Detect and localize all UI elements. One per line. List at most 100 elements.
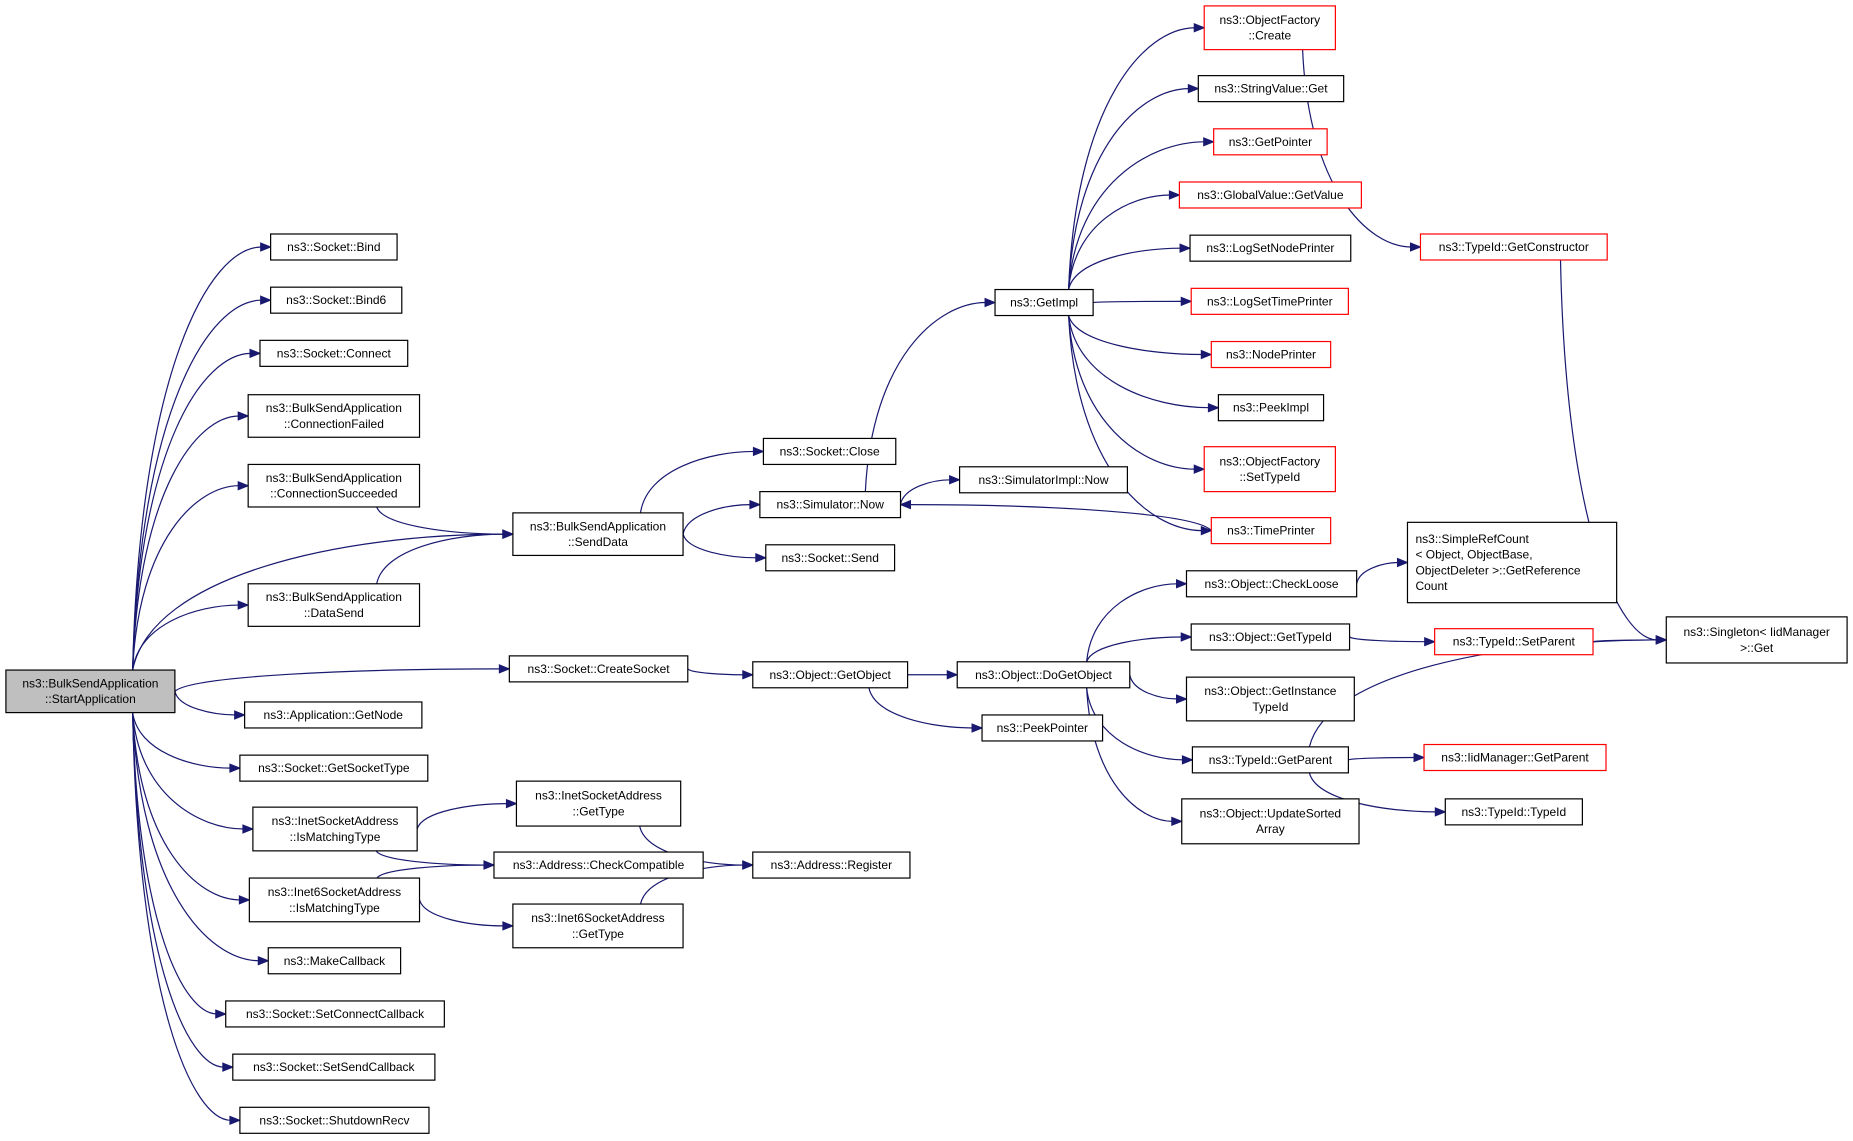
edge-inet6match-addrcheck xyxy=(376,864,485,879)
node-label: ::StartApplication xyxy=(45,692,136,706)
node-connsucc[interactable]: ns3::BulkSendApplication::ConnectionSucc… xyxy=(247,463,421,508)
node-label: ns3::Address::Register xyxy=(771,858,892,872)
node-connect[interactable]: ns3::Socket::Connect xyxy=(259,339,409,367)
node-timeprinter[interactable]: ns3::TimePrinter xyxy=(1210,517,1332,545)
node-ofcreate[interactable]: ns3::ObjectFactory::Create xyxy=(1203,5,1336,51)
node-ofsettype[interactable]: ns3::ObjectFactory::SetTypeId xyxy=(1203,446,1336,493)
node-label: ns3::StringValue::Get xyxy=(1214,82,1328,96)
node-getobject[interactable]: ns3::Object::GetObject xyxy=(752,661,909,689)
node-objgettypeid[interactable]: ns3::Object::GetTypeId xyxy=(1190,623,1351,651)
edge-arrowhead xyxy=(238,895,251,905)
edge-arrowhead xyxy=(483,860,496,870)
node-datasend[interactable]: ns3::BulkSendApplication::DataSend xyxy=(247,583,421,627)
node-label: ::GetType xyxy=(573,804,625,818)
node-sockclose[interactable]: ns3::Socket::Close xyxy=(762,437,897,466)
node-shutdown[interactable]: ns3::Socket::ShutdownRecv xyxy=(239,1106,430,1134)
edge-arrowhead xyxy=(260,295,272,305)
node-logtime[interactable]: ns3::LogSetTimePrinter xyxy=(1190,287,1349,315)
node-label: ns3::BulkSendApplication xyxy=(22,676,158,690)
node-dogetobject[interactable]: ns3::Object::DoGetObject xyxy=(956,661,1131,689)
node-iidgetparent[interactable]: ns3::IidManager::GetParent xyxy=(1423,743,1607,772)
edge-dogetobject-checkloose xyxy=(1086,583,1178,662)
node-peekimpl[interactable]: ns3::PeekImpl xyxy=(1217,394,1325,422)
node-box xyxy=(958,466,1128,494)
edge-arrowhead xyxy=(755,553,768,563)
edge-arrowhead xyxy=(249,348,262,359)
edge-arrowhead xyxy=(1180,296,1193,307)
node-bind6[interactable]: ns3::Socket::Bind6 xyxy=(270,286,403,314)
edge-inetmatch-inetgettype xyxy=(416,802,508,830)
edge-root-createsock xyxy=(174,668,501,692)
node-addrcheck[interactable]: ns3::Address::CheckCompatible xyxy=(493,851,704,879)
node-setparent[interactable]: ns3::TypeId::SetParent xyxy=(1434,628,1594,656)
node-simimplnow[interactable]: ns3::SimulatorImpl::Now xyxy=(958,466,1128,494)
node-setconncb[interactable]: ns3::Socket::SetConnectCallback xyxy=(225,1000,445,1028)
node-connfailed[interactable]: ns3::BulkSendApplication::ConnectionFail… xyxy=(247,394,421,438)
node-setsendcb[interactable]: ns3::Socket::SetSendCallback xyxy=(232,1053,436,1081)
edge-checkloose-simplerefcount xyxy=(1356,561,1399,584)
node-inet6gettype[interactable]: ns3::Inet6SocketAddress::GetType xyxy=(512,903,684,949)
node-label: < Object, ObjectBase, xyxy=(1415,548,1532,562)
edge-datasend-senddata xyxy=(376,533,504,584)
node-lognode[interactable]: ns3::LogSetNodePrinter xyxy=(1189,234,1352,262)
node-label: ns3::ObjectFactory xyxy=(1219,454,1320,468)
edge-root-getsocktype xyxy=(132,712,231,769)
node-getimpl[interactable]: ns3::GetImpl xyxy=(994,288,1094,317)
node-senddata[interactable]: ns3::BulkSendApplication::SendData xyxy=(512,512,684,557)
node-bind[interactable]: ns3::Socket::Bind xyxy=(270,233,398,261)
edge-dogetobject-updatesorted xyxy=(1086,687,1173,822)
node-checkloose[interactable]: ns3::Object::CheckLoose xyxy=(1185,570,1358,598)
edge-arrowhead xyxy=(237,600,250,610)
node-getpointer[interactable]: ns3::GetPointer xyxy=(1213,128,1328,156)
node-gvget[interactable]: ns3::GlobalValue::GetValue xyxy=(1178,181,1362,209)
node-label: ns3::GetImpl xyxy=(1010,296,1078,310)
node-label: ns3::Inet6SocketAddress xyxy=(268,885,401,899)
node-box xyxy=(1210,517,1332,545)
node-label: ObjectDeleter >::GetReference xyxy=(1415,563,1580,577)
node-simnow[interactable]: ns3::Simulator::Now xyxy=(759,491,902,519)
node-label: ::IsMatchingType xyxy=(290,830,381,844)
edge-arrowhead xyxy=(742,670,755,680)
edge-tgetparent-iidgetparent xyxy=(1348,756,1416,761)
edge-root-bind xyxy=(132,246,262,671)
node-label: ns3::Socket::CreateSocket xyxy=(528,662,671,676)
node-tgetparent[interactable]: ns3::TypeId::GetParent xyxy=(1191,746,1349,774)
node-inetgettype[interactable]: ns3::InetSocketAddress::GetType xyxy=(515,780,682,827)
node-addrreg[interactable]: ns3::Address::Register xyxy=(752,851,911,879)
node-makecb[interactable]: ns3::MakeCallback xyxy=(267,947,402,975)
edge-arrowhead xyxy=(949,475,961,485)
edge-root-connsucc xyxy=(132,485,240,671)
edge-root-setconncb xyxy=(132,712,217,1015)
node-label: ns3::Object::CheckLoose xyxy=(1205,577,1339,591)
edge-inetmatch-addrcheck xyxy=(375,850,485,866)
node-box xyxy=(1178,181,1362,209)
edge-arrowhead xyxy=(971,723,984,733)
edge-arrowhead xyxy=(237,480,250,491)
node-nodeprinter[interactable]: ns3::NodePrinter xyxy=(1210,340,1332,369)
node-getnode[interactable]: ns3::Application::GetNode xyxy=(244,701,423,729)
node-getctor[interactable]: ns3::TypeId::GetConstructor xyxy=(1419,233,1608,261)
node-box xyxy=(239,754,429,782)
node-peekpointer[interactable]: ns3::PeekPointer xyxy=(981,714,1104,742)
node-singleton[interactable]: ns3::Singleton< IidManager >::Get xyxy=(1665,616,1848,664)
node-label: ns3::Inet6SocketAddress xyxy=(531,911,664,925)
node-simplerefcount[interactable]: ns3::SimpleRefCount< Object, ObjectBase,… xyxy=(1406,521,1618,604)
node-socksend[interactable]: ns3::Socket::Send xyxy=(765,544,896,572)
node-createsock[interactable]: ns3::Socket::CreateSocket xyxy=(508,655,689,683)
node-inetmatch[interactable]: ns3::InetSocketAddress::IsMatchingType xyxy=(252,806,418,852)
node-inet6match[interactable]: ns3::Inet6SocketAddress::IsMatchingType xyxy=(248,877,421,923)
node-strget[interactable]: ns3::StringValue::Get xyxy=(1197,75,1345,103)
node-typeidctor[interactable]: ns3::TypeId::TypeId xyxy=(1444,798,1583,826)
node-label: ns3::Socket::SetSendCallback xyxy=(253,1060,415,1074)
node-label: >::Get xyxy=(1740,641,1774,655)
node-box xyxy=(270,286,403,314)
edge-arrowhead xyxy=(1171,816,1184,827)
edge-getimpl-logtime xyxy=(1093,300,1183,304)
node-getsocktype[interactable]: ns3::Socket::GetSocketType xyxy=(239,754,429,782)
node-box xyxy=(1419,233,1608,261)
node-root[interactable]: ns3::BulkSendApplication::StartApplicati… xyxy=(5,669,176,714)
edge-arrowhead xyxy=(946,670,959,680)
